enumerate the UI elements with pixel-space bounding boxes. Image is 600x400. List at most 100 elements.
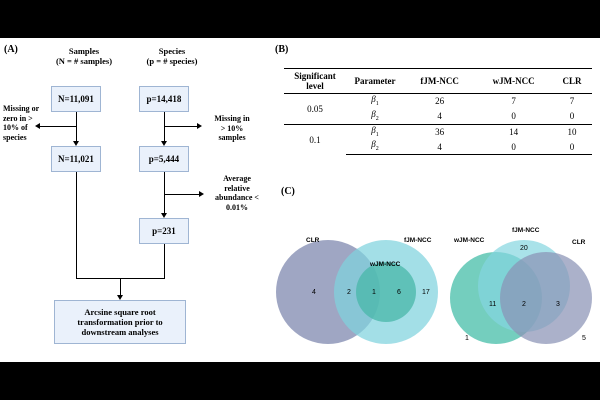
param-symbol: β: [371, 124, 376, 135]
venn1-count-fjm-only: 17: [422, 289, 430, 296]
value-clr: 7: [569, 96, 575, 107]
parameter-cell: β1: [346, 94, 404, 109]
venn2-count-wjm-only: 1: [465, 335, 469, 342]
venn1-label-fjm: fJM-NCC: [404, 237, 432, 244]
venn2-count-clr-only: 5: [582, 335, 586, 342]
species-header-line1: Species: [158, 46, 186, 56]
param-subscript: 1: [375, 131, 379, 138]
table-row: 0.05 β1 26 7 7: [284, 94, 592, 114]
note-missing-zero-line4: species: [3, 132, 27, 142]
samples-header-line1: Samples: [68, 46, 100, 56]
arrowhead-samples-1: [73, 141, 79, 146]
transformation-line3: downstream analyses: [81, 327, 159, 337]
panel-b-label: (B): [275, 44, 289, 55]
venn1-wjm-circle: [356, 262, 416, 322]
note-missing-samples-line1: Missing in: [214, 114, 250, 123]
arrowhead-species-1: [161, 141, 167, 146]
venn1-count-clr-fjm: 2: [347, 289, 351, 296]
note-missing-zero-line2: zero in >: [3, 113, 33, 123]
note-missing-zero: Missing or zero in > 10% of species: [3, 104, 55, 142]
value-clr: 10: [551, 123, 592, 140]
venn2-count-all: 2: [522, 301, 526, 308]
venn1-label-wjm: wJM-NCC: [369, 261, 401, 268]
value-wjm: 14: [475, 123, 552, 140]
parameter-cell: β2: [346, 139, 404, 156]
venn1-label-clr: CLR: [306, 237, 320, 244]
note-abundance-line4: 0.01%: [226, 202, 248, 212]
value-wjm: 0: [475, 139, 552, 156]
connector-species-3: [164, 244, 165, 278]
note-abundance-line1: Average: [223, 174, 251, 183]
parameter-cell: β1: [346, 123, 404, 140]
value-fjm: 36: [404, 123, 476, 140]
box-species-final: p=231: [139, 218, 189, 244]
note-abundance-line3: abundance <: [215, 193, 259, 202]
panel-c-label: (C): [281, 186, 295, 197]
note-abundance: Average relative abundance < 0.01%: [204, 174, 270, 212]
species-header-line2: (p = # species): [146, 56, 198, 66]
note-abundance-line2: relative: [224, 183, 250, 193]
venn2-label-fjm: fJM-NCC: [512, 227, 540, 234]
panel-a-label: (A): [4, 44, 18, 55]
venn1-count-clr-only: 4: [312, 289, 316, 296]
connector-final: [120, 278, 121, 295]
note-missing-zero-line1: Missing or: [3, 104, 40, 113]
connector-samples-2: [76, 172, 77, 278]
figure-page: (A) Samples (N = # samples) Species (p =…: [0, 38, 600, 362]
venn1-count-wjm-fjm: 6: [397, 289, 401, 296]
venn2-label-wjm: wJM-NCC: [453, 237, 485, 244]
samples-header-line2: (N = # samples): [55, 56, 113, 66]
box-samples-filtered: N=11,021: [51, 146, 101, 172]
param-subscript: 1: [375, 100, 379, 107]
param-symbol: β: [371, 139, 376, 150]
arrowhead-abundance: [199, 191, 204, 197]
value-fjm: 4: [437, 111, 442, 122]
level-cell: 0.05: [307, 103, 323, 114]
venn2-label-clr: CLR: [572, 239, 586, 246]
box-species-filtered: p=5,444: [139, 146, 189, 172]
venn-diagram-1: CLR fJM-NCC wJM-NCC 4 2 1 6 17: [276, 237, 438, 344]
param-subscript: 2: [375, 146, 379, 153]
connector-samples-1: [76, 112, 77, 141]
transformation-line1: Arcsine square root: [84, 307, 156, 317]
value-clr: 0: [569, 111, 575, 122]
param-subscript: 2: [375, 115, 379, 122]
note-missing-samples-line3: samples: [218, 133, 246, 142]
arrowhead-missing-zero: [35, 123, 40, 129]
transformation-line2: transformation prior to: [77, 317, 163, 327]
venn2-count-wjm-fjm: 11: [489, 301, 496, 308]
param-symbol: β: [371, 94, 376, 104]
header-significant-level: Significant level: [284, 68, 346, 94]
note-missing-zero-line3: 10% of: [3, 123, 28, 132]
note-missing-samples-line2: > 10%: [220, 123, 244, 133]
value-fjm: 4: [404, 139, 476, 156]
species-header: Species (p = # species): [130, 46, 214, 66]
box-transformation: Arcsine square root transformation prior…: [54, 300, 186, 344]
parameter-cell: β2: [346, 109, 404, 124]
value-wjm: 0: [511, 111, 516, 122]
venn2-count-fjm-clr: 3: [556, 301, 560, 308]
arrowhead-final: [117, 295, 123, 300]
level-cell: 0.1: [284, 123, 346, 155]
connector-missing-samples: [164, 126, 197, 127]
samples-header: Samples (N = # samples): [46, 46, 122, 66]
value-clr: 0: [551, 139, 592, 156]
results-table: Significant level Parameter fJM-NCC wJM-…: [284, 68, 592, 156]
table-row: β2 4 0 0: [284, 139, 592, 156]
box-species-initial: p=14,418: [139, 86, 189, 112]
value-wjm: 7: [511, 96, 516, 107]
header-wjm-ncc: wJM-NCC: [475, 68, 552, 94]
venn2-clr-circle: [500, 252, 592, 344]
box-samples-initial: N=11,091: [51, 86, 101, 112]
venn-diagrams: CLR fJM-NCC wJM-NCC 4 2 1 6 17 wJM-NCC f…: [276, 227, 592, 344]
value-fjm: 26: [435, 96, 445, 107]
table-header-row: Significant level Parameter fJM-NCC wJM-…: [284, 68, 592, 94]
arrowhead-missing-samples: [197, 123, 202, 129]
venn-diagram-2: wJM-NCC fJM-NCC CLR 1 11 20 2 3 5: [450, 227, 592, 344]
table-row: 0.1 β1 36 14 10: [284, 123, 592, 155]
venn2-count-fjm-only: 20: [520, 245, 528, 252]
header-fjm-ncc: fJM-NCC: [404, 68, 476, 94]
table-row: β2 4 0 0: [284, 109, 592, 124]
connector-abundance: [164, 194, 199, 195]
param-symbol: β: [371, 108, 376, 119]
